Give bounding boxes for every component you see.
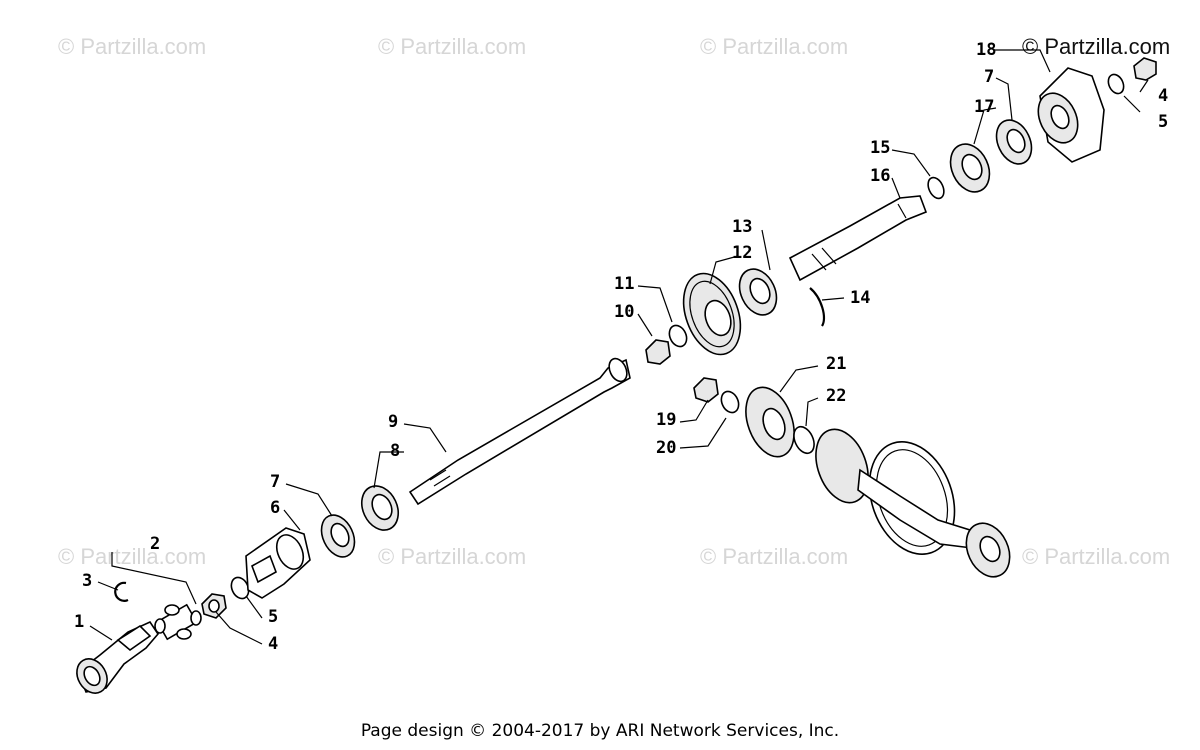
part-6-yoke-flange xyxy=(245,527,311,599)
callout-12: 12 xyxy=(732,243,753,263)
part-3-snap-ring xyxy=(114,581,129,602)
part-20-washer xyxy=(720,390,740,414)
callout-5: 5 xyxy=(268,607,279,627)
part-11-washer xyxy=(668,324,688,348)
part-16-output-shaft xyxy=(788,195,928,282)
part-21-gear xyxy=(745,386,795,458)
callout-22: 22 xyxy=(826,386,847,406)
watermark: © Partzilla.com xyxy=(58,34,207,59)
callout-5-upper: 5 xyxy=(1158,112,1169,132)
callout-3: 3 xyxy=(82,571,93,591)
callout-8: 8 xyxy=(390,441,401,461)
brand-watermark: © Partzilla.com xyxy=(1022,34,1171,59)
callout-4: 4 xyxy=(268,634,279,654)
callout-17: 17 xyxy=(974,97,995,117)
part-7-seal-upper xyxy=(995,119,1033,165)
callout-15: 15 xyxy=(870,138,891,158)
part-22-washer xyxy=(793,425,815,455)
leader-lines xyxy=(89,49,1149,645)
part-17-bearing xyxy=(949,143,991,193)
watermark: © Partzilla.com xyxy=(378,544,527,569)
callout-11: 11 xyxy=(614,274,635,294)
callout-6: 6 xyxy=(270,498,281,518)
part-10-nut xyxy=(645,339,671,365)
part-5-washer-upper xyxy=(1107,73,1125,95)
page-footer: Page design © 2004-2017 by ARI Network S… xyxy=(360,721,840,741)
part-12-bevel-gear xyxy=(682,272,742,356)
part-gear-assembly xyxy=(815,428,973,555)
callout-13: 13 xyxy=(732,217,753,237)
part-2-u-joint xyxy=(154,603,202,641)
callout-19: 19 xyxy=(656,410,677,430)
callout-18: 18 xyxy=(976,40,997,60)
part-4-nut xyxy=(201,593,227,619)
callout-7-upper: 7 xyxy=(984,67,995,87)
part-15-snap-ring xyxy=(927,176,945,200)
part-19-nut xyxy=(693,377,719,403)
part-4-nut-upper xyxy=(1133,57,1157,81)
callout-4-upper: 4 xyxy=(1158,86,1169,106)
callout-9: 9 xyxy=(388,412,399,432)
part-8-bearing xyxy=(360,485,400,531)
callout-20: 20 xyxy=(656,438,677,458)
callout-2: 2 xyxy=(150,534,161,554)
watermark: © Partzilla.com xyxy=(378,34,527,59)
part-9-shaft xyxy=(408,357,631,506)
part-1-yoke xyxy=(76,620,160,694)
watermark: © Partzilla.com xyxy=(58,544,207,569)
part-end-bearing xyxy=(965,522,1011,578)
part-7-seal xyxy=(320,514,356,558)
callout-1: 1 xyxy=(74,612,85,632)
watermark: © Partzilla.com xyxy=(700,34,849,59)
callout-7: 7 xyxy=(270,472,281,492)
callout-10: 10 xyxy=(614,302,635,322)
part-18-flange xyxy=(1037,67,1105,163)
watermark: © Partzilla.com xyxy=(700,544,849,569)
watermark: © Partzilla.com xyxy=(1022,544,1171,569)
callout-16: 16 xyxy=(870,166,891,186)
callout-21: 21 xyxy=(826,354,847,374)
part-14-snap-ring xyxy=(809,287,826,327)
callout-14: 14 xyxy=(850,288,871,308)
part-13-bearing xyxy=(738,268,778,316)
